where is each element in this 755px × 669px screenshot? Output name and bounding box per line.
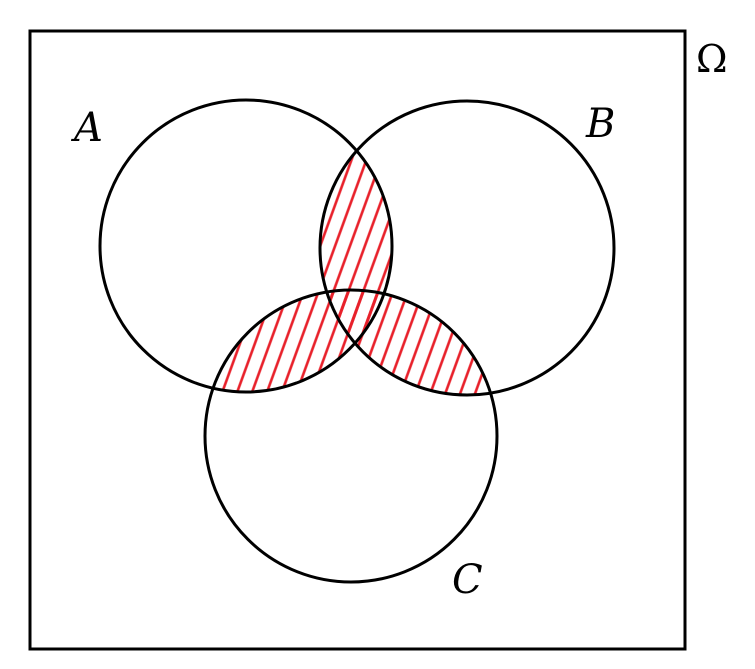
set-b-label: B xyxy=(586,101,616,147)
set-a-circle xyxy=(98,98,394,394)
set-c-label: C xyxy=(452,557,483,603)
universe-box xyxy=(28,29,687,651)
set-c-circle xyxy=(203,288,499,584)
set-a-label: A xyxy=(74,105,103,151)
universe-label: Ω xyxy=(696,37,728,81)
set-b-circle xyxy=(318,99,616,397)
